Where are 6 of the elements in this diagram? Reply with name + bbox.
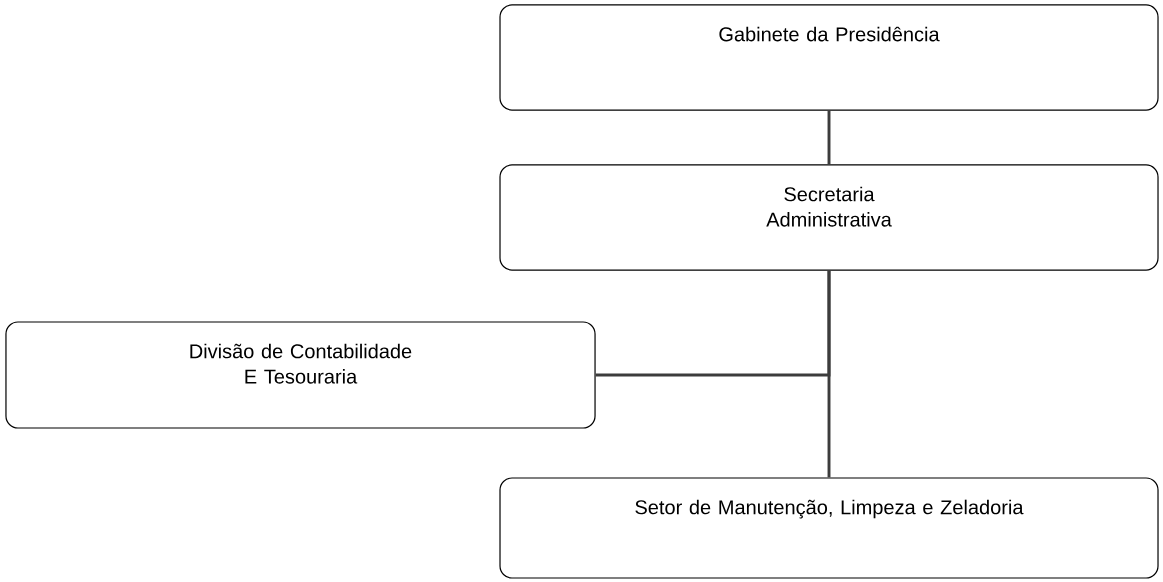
org-box: Gabinete da Presidência bbox=[499, 4, 1159, 111]
org-box: Divisão de Contabilidade E Tesouraria bbox=[5, 321, 596, 429]
connector-line bbox=[595, 270, 831, 377]
org-box: Setor de Manutenção, Limpeza e Zeladoria bbox=[499, 477, 1159, 579]
org-box: Secretaria Administrativa bbox=[499, 164, 1159, 271]
connector-line bbox=[827, 110, 831, 165]
